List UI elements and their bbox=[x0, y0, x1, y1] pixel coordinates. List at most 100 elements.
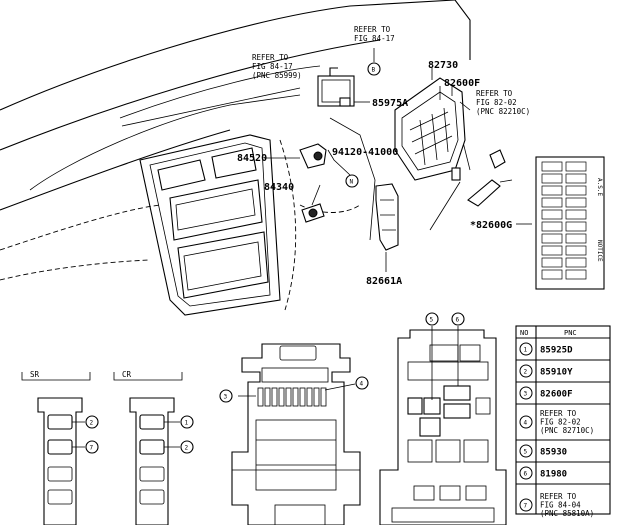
row-pnc: 81980 bbox=[540, 470, 567, 480]
svg-text:2: 2 bbox=[90, 420, 94, 427]
card-side-text: NOTICE bbox=[596, 240, 603, 262]
table-row: 1 85925D bbox=[519, 342, 573, 356]
relay-slot bbox=[264, 387, 271, 407]
card-top-text: A.S.E bbox=[596, 178, 603, 196]
sensor-84520 bbox=[299, 143, 327, 169]
row-number: 3 bbox=[524, 391, 528, 398]
row-number: 7 bbox=[524, 503, 528, 510]
row-number-badge bbox=[519, 386, 533, 400]
relay-slot bbox=[292, 387, 299, 407]
refer-left-line2: FIG 84-17 bbox=[252, 62, 293, 71]
leader-lines bbox=[264, 48, 532, 272]
card-cell bbox=[565, 233, 587, 244]
refer-right-line2: FIG 82-02 bbox=[476, 98, 517, 107]
marker-n: N bbox=[345, 174, 359, 188]
card-cell bbox=[541, 221, 563, 232]
switch-84340 bbox=[301, 203, 325, 223]
variant-cr-label: CR bbox=[122, 370, 132, 379]
row-pnc-line: REFER TO bbox=[540, 492, 577, 501]
row-number: 6 bbox=[524, 471, 528, 478]
card-cell bbox=[565, 209, 587, 220]
row-number-badge bbox=[519, 466, 533, 480]
part-82661a: 82661A bbox=[366, 276, 402, 287]
variant-sr: SR 2 7 bbox=[21, 370, 99, 525]
row-pnc-line: (PNC 82710C) bbox=[540, 426, 594, 435]
variant-cr: CR 1 2 bbox=[113, 370, 194, 525]
row-number: 2 bbox=[524, 369, 528, 376]
row-number-badge bbox=[519, 444, 533, 458]
svg-text:3: 3 bbox=[224, 394, 228, 401]
svg-text:4: 4 bbox=[360, 381, 364, 388]
svg-text:2: 2 bbox=[185, 445, 189, 452]
svg-text:7: 7 bbox=[90, 445, 94, 452]
refer-callouts: REFER TO FIG 84-17 REFER TO FIG 84-17 (P… bbox=[252, 25, 530, 116]
table-header-no: NO bbox=[520, 329, 528, 337]
relay-slot bbox=[285, 387, 292, 407]
svg-text:5: 5 bbox=[430, 317, 434, 324]
card-cell bbox=[565, 197, 587, 208]
relay-slot bbox=[299, 387, 306, 407]
fuse-block: 5 6 bbox=[379, 312, 507, 525]
part-84340: 84340 bbox=[264, 182, 294, 193]
row-pnc-line: FIG 82-02 bbox=[540, 418, 581, 427]
part-94120-41000: 94120-41000 bbox=[332, 147, 398, 158]
row-number: 1 bbox=[524, 347, 528, 354]
svg-text:B: B bbox=[372, 67, 376, 74]
card-cell bbox=[541, 257, 563, 268]
refer-top-line1: REFER TO bbox=[354, 25, 391, 34]
card-cell bbox=[541, 269, 563, 280]
card-cell bbox=[541, 161, 563, 172]
relay-slot bbox=[320, 387, 327, 407]
row-pnc: 85910Y bbox=[540, 368, 573, 378]
relay-slot bbox=[257, 387, 264, 407]
part-82730: 82730 bbox=[428, 60, 458, 71]
part-84520: 84520 bbox=[237, 153, 267, 164]
card-cell bbox=[541, 173, 563, 184]
relay-85975a bbox=[317, 67, 355, 107]
table-row: 6 81980 bbox=[519, 466, 567, 480]
relay-block: 3 4 bbox=[219, 343, 369, 525]
card-cell bbox=[541, 209, 563, 220]
refer-left-line1: REFER TO bbox=[252, 53, 289, 62]
row-pnc: 85925D bbox=[540, 346, 573, 356]
row-number-badge bbox=[519, 342, 533, 356]
card-cell bbox=[565, 161, 587, 172]
card-cell bbox=[565, 173, 587, 184]
variant-sr-label: SR bbox=[30, 370, 40, 379]
refer-top-line2: FIG 84-17 bbox=[354, 34, 395, 43]
part-85975a: 85975A bbox=[372, 98, 408, 109]
relay-slot bbox=[313, 387, 320, 407]
relay-label-card: A.S.E NOTICE bbox=[535, 156, 605, 290]
connector-clip bbox=[467, 179, 513, 207]
row-pnc: 82600F bbox=[540, 390, 573, 400]
card-cell bbox=[565, 245, 587, 256]
row-pnc-line: REFER TO bbox=[540, 409, 577, 418]
card-cell bbox=[541, 197, 563, 208]
refer-left-line3: (PNC 85999) bbox=[252, 71, 302, 80]
part-82600g: *82600G bbox=[470, 220, 512, 231]
card-cell bbox=[541, 185, 563, 196]
row-number-badge bbox=[519, 364, 533, 378]
card-cell bbox=[565, 185, 587, 196]
part-labels: 82730 82600F 85975A 84520 94120-41000 84… bbox=[237, 60, 512, 287]
row-number-badge bbox=[519, 498, 533, 512]
card-cell bbox=[541, 233, 563, 244]
row-pnc-line: FIG 84-04 bbox=[540, 501, 581, 510]
card-cell bbox=[565, 269, 587, 280]
part-82600f: 82600F bbox=[444, 78, 480, 89]
row-number: 4 bbox=[524, 420, 528, 427]
dashboard-outline bbox=[0, 0, 471, 316]
row-number-badge bbox=[519, 415, 533, 429]
relay-slot bbox=[278, 387, 285, 407]
card-cell bbox=[541, 245, 563, 256]
svg-text:6: 6 bbox=[456, 317, 460, 324]
row-pnc: 85930 bbox=[540, 448, 567, 458]
svg-text:N: N bbox=[350, 179, 354, 186]
fuse-block-assembly bbox=[394, 77, 506, 181]
table-row: 2 85910Y bbox=[519, 364, 573, 378]
table-header-pnc: PNC bbox=[564, 329, 577, 337]
